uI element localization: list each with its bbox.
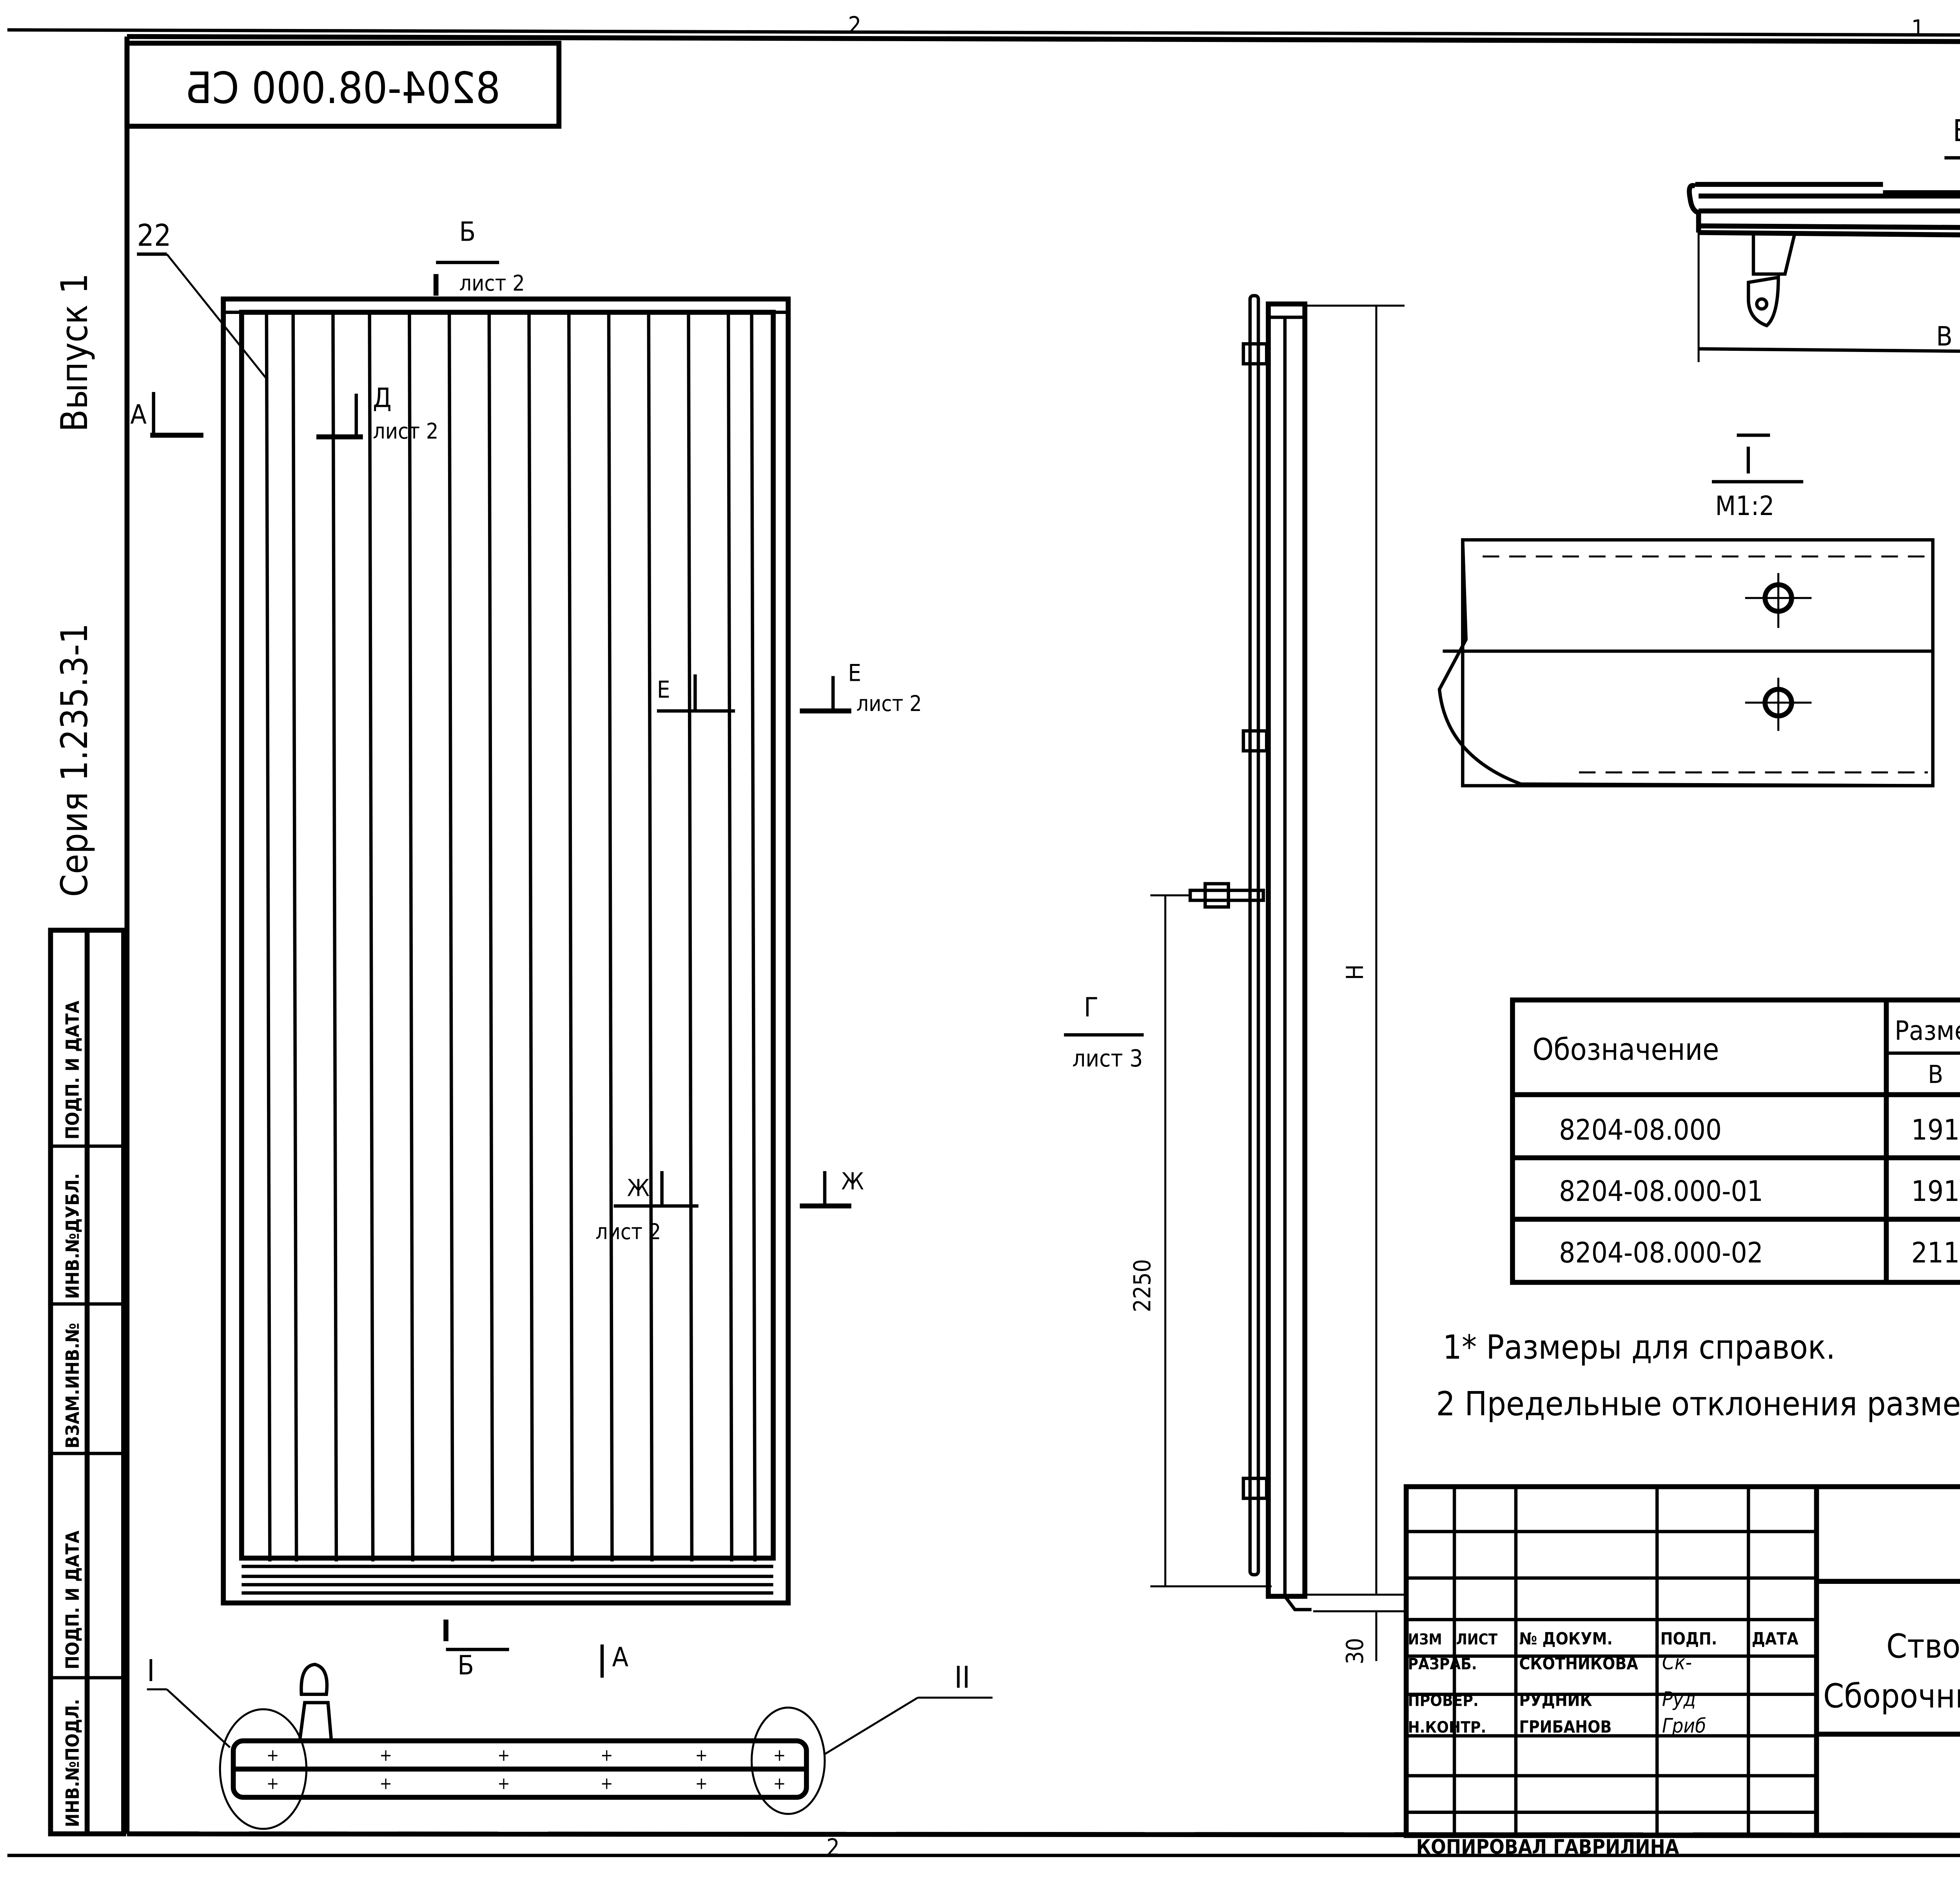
- col-doc: № ДОКУМ.: [1519, 1629, 1612, 1649]
- title-block: [1403, 1484, 1960, 1838]
- svg-text:+: +: [267, 1745, 279, 1765]
- col-list: ЛИСТ: [1456, 1631, 1497, 1648]
- stamp-inv-dup: ИНВ.№ДУБЛ.: [62, 1173, 83, 1299]
- view-a-bottom-label: А: [612, 1641, 628, 1672]
- side-view: [1064, 294, 1405, 1661]
- zone-marker-bottom-left: 2: [826, 1834, 840, 1861]
- dim-b: В: [1936, 321, 1953, 352]
- svg-text:+: +: [267, 1774, 279, 1793]
- section-g-sheet: лист 3: [1072, 1045, 1143, 1072]
- section-e-outer-label: Е: [848, 660, 861, 687]
- role-developer: РАЗРАБ.: [1408, 1655, 1477, 1673]
- table-header-b: В: [1928, 1060, 1943, 1089]
- stamp-inv-orig: ИНВ.№ПОДЛ.: [62, 1699, 83, 1827]
- table-row: 8204-08.000 1915 3606 315: [1559, 1113, 1960, 1146]
- section-b-top-sheet: лист 2: [459, 271, 525, 296]
- view-a-drawing: [1687, 156, 1960, 362]
- svg-text:+: +: [601, 1745, 613, 1765]
- zone-marker-top-right: 1: [1911, 15, 1925, 42]
- sign-checker: Руд: [1662, 1687, 1696, 1710]
- svg-text:1915: 1915: [1911, 1113, 1960, 1146]
- plan-bolt-marks: + + + + + + + + + + + +: [267, 1745, 786, 1793]
- svg-text:+: +: [773, 1774, 786, 1793]
- spec-table: [1510, 997, 1960, 1285]
- detail-ii-callout: II: [954, 1660, 970, 1695]
- section-e-sheet: лист 2: [856, 691, 922, 716]
- table-header-designation: Обозначение: [1532, 1032, 1719, 1067]
- stamp-replace-inv: ВЗАМ.ИНВ.№: [62, 1323, 83, 1448]
- sheet-frame: [7, 28, 1960, 1857]
- svg-text:8204-08.000-02: 8204-08.000-02: [1559, 1236, 1763, 1269]
- svg-text:8204-08.000-01: 8204-08.000-01: [1559, 1175, 1763, 1208]
- mirrored-code-stamp: 8204-08.000 СБ: [124, 40, 562, 129]
- section-zh-sheet: лист 2: [595, 1219, 661, 1244]
- detail-i-scale: М1:2: [1715, 490, 1775, 521]
- sign-norm-control: Гриб: [1662, 1714, 1706, 1737]
- svg-text:+: +: [379, 1745, 392, 1765]
- series-label: Серия 1.235.3-1: [53, 623, 96, 897]
- section-zh-outer-label: Ж: [841, 1168, 864, 1195]
- table-header-sizes: Размеры, мм: [1895, 1015, 1960, 1046]
- svg-text:+: +: [497, 1774, 510, 1793]
- col-sign: ПОДП.: [1661, 1629, 1717, 1649]
- view-a-left-label: А: [130, 399, 147, 430]
- title-line-1: Створка: [1886, 1627, 1960, 1666]
- dim-2250: 2250: [1129, 1259, 1156, 1312]
- col-izm: ИЗМ: [1408, 1631, 1442, 1648]
- detail-i-drawing: [1437, 433, 1935, 787]
- dim-30: 30: [1341, 1638, 1368, 1665]
- role-norm-control: Н.КОНТР.: [1408, 1718, 1486, 1736]
- front-view: [137, 252, 851, 1678]
- section-zh-inner-label: Ж: [627, 1174, 650, 1201]
- section-e-inner-label: Е: [657, 676, 670, 703]
- role-checker: ПРОВЕР.: [1408, 1692, 1478, 1710]
- svg-text:+: +: [497, 1745, 510, 1765]
- callout-22: 22: [137, 218, 171, 253]
- note-2: 2 Предельные отклонения размеров ±: [1436, 1384, 1960, 1423]
- detail-i-title: I: [1744, 439, 1753, 482]
- svg-text:+: +: [695, 1774, 708, 1793]
- issue-label: Выпуск 1: [53, 273, 96, 432]
- name-developer: СКОТНИКОВА: [1519, 1654, 1638, 1673]
- sign-developer: Ск-: [1662, 1651, 1692, 1674]
- stamp-sign-date-1: ПОДП. И ДАТА: [62, 1530, 83, 1669]
- side-strip: Выпуск 1 Серия 1.235.3-1 ИНВ.№ПОДЛ. ПОДП…: [48, 273, 126, 1837]
- detail-ii-circle: [750, 1707, 826, 1815]
- detail-i-callout: I: [147, 1653, 155, 1688]
- section-b-top-label: Б: [459, 216, 476, 247]
- table-row: 8204-08.000-01 1915 4206 350: [1559, 1175, 1960, 1208]
- svg-text:8204-08.000 СБ: 8204-08.000 СБ: [185, 63, 500, 113]
- col-date: ДАТА: [1752, 1629, 1798, 1649]
- view-a-title: ВИД А: [1953, 113, 1960, 148]
- svg-text:+: +: [379, 1774, 392, 1793]
- stamp-sign-date-2: ПОДП. И ДАТА: [62, 1001, 83, 1140]
- section-d-label: Д: [373, 382, 392, 413]
- detail-i-circle: [219, 1708, 308, 1830]
- section-d-sheet: лист 2: [373, 419, 438, 444]
- svg-text:+: +: [601, 1774, 613, 1793]
- footer-copied-by: КОПИРОВАЛ ГАВРИЛИНА: [1416, 1835, 1679, 1859]
- section-g-label: Г: [1084, 992, 1098, 1023]
- dim-h: H: [1341, 964, 1368, 980]
- svg-text:8204-08.000: 8204-08.000: [1559, 1113, 1722, 1146]
- svg-text:+: +: [695, 1745, 708, 1765]
- title-line-2: Сборочный чертеж: [1823, 1677, 1960, 1716]
- zone-marker-top-left: 2: [848, 12, 861, 39]
- svg-text:+: +: [773, 1745, 786, 1765]
- section-b-bottom-label: Б: [457, 1650, 474, 1681]
- svg-text:1915: 1915: [1911, 1175, 1960, 1208]
- name-checker: РУДНИК: [1519, 1690, 1592, 1710]
- svg-text:2115: 2115: [1911, 1236, 1960, 1269]
- table-row: 8204-08.000-02 2115 4206 385: [1559, 1236, 1960, 1269]
- name-norm-control: ГРИБАНОВ: [1519, 1717, 1612, 1736]
- note-1: 1* Размеры для справок.: [1443, 1328, 1835, 1367]
- plan-view: + + + + + + + + + + + +: [147, 1663, 993, 1830]
